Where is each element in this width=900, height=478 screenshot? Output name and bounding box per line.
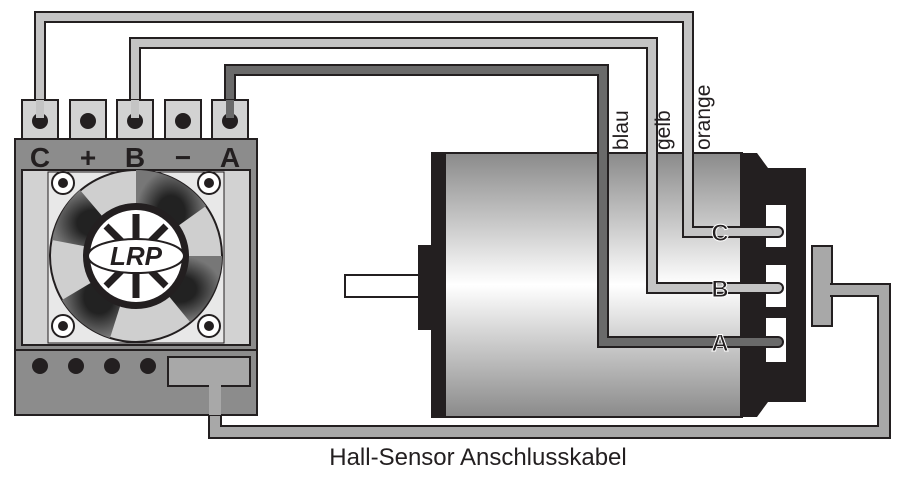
- phase-wires: [34, 11, 784, 348]
- esc-ports: [32, 358, 156, 374]
- terminal-label-b: B: [125, 142, 145, 173]
- hall-sensor-connector: [811, 245, 833, 327]
- wire-label-blau: blau: [610, 110, 633, 150]
- caption: Hall-Sensor Anschlusskabel: [329, 444, 626, 471]
- lrp-logo: LRP: [110, 241, 163, 271]
- hall-sensor-cable: [208, 283, 891, 439]
- terminal-label-c: C: [30, 142, 50, 173]
- terminal-label-minus: −: [175, 142, 191, 173]
- terminal-label-a: A: [220, 142, 240, 173]
- terminal-label-plus: +: [80, 142, 96, 173]
- wire-label-orange: orange: [692, 85, 715, 150]
- terminal-plus: [69, 99, 107, 141]
- wire-label-gelb: gelb: [652, 110, 675, 150]
- esc-controller: C + B − A LRP: [14, 99, 258, 416]
- motor-front-plate: [418, 245, 434, 330]
- cooling-fan: LRP: [49, 169, 223, 343]
- motor-phase-label-a: A: [711, 330, 728, 357]
- motor-shaft: [344, 274, 431, 298]
- motor-phase-label-c: C: [711, 220, 728, 247]
- motor-phase-label-b: B: [711, 276, 728, 303]
- esc-sensor-port: [167, 356, 251, 387]
